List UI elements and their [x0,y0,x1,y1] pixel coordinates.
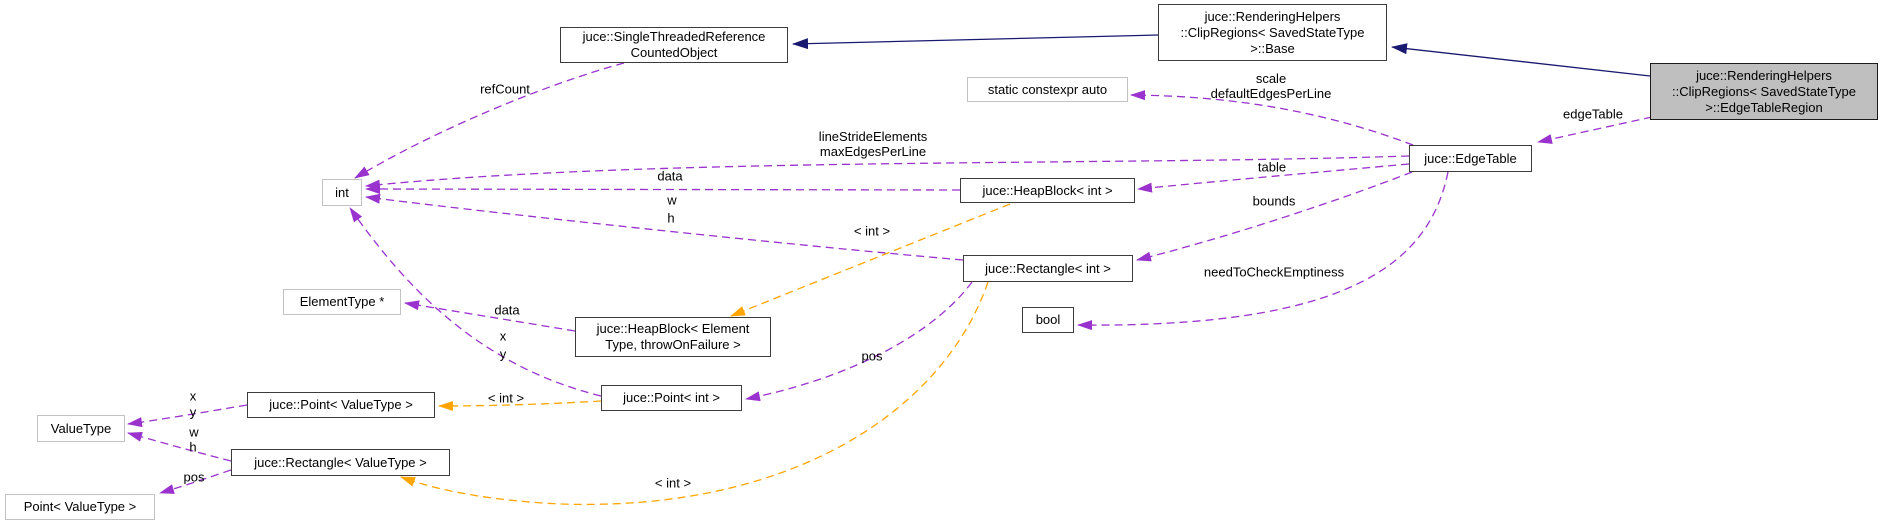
edge-label-refcount: refCount [480,81,530,97]
node-static-constexpr-auto: static constexpr auto [967,77,1128,102]
edge-label-data-heapint: data [657,168,683,184]
edge-xy-pointvaluetype [127,404,248,428]
edge-label-needtocheck: needToCheckEmptiness [1203,264,1345,280]
node-rectangle-int[interactable]: juce::Rectangle< int > [963,255,1133,282]
edge-refcount [354,62,625,179]
edge-label-h-rectint: h [667,210,675,226]
node-heap-block-element-type[interactable]: juce::HeapBlock< Element Type, throwOnFa… [575,317,771,357]
node-single-threaded-reference-counted-object[interactable]: juce::SingleThreadedReference CountedObj… [560,27,788,63]
edge-label-x-pointvaluetype: x [189,388,197,404]
edge-label-bounds: bounds [1252,193,1296,209]
node-point-int[interactable]: juce::Point< int > [601,385,742,411]
edge-label-linestride-maxedges: lineStrideElements maxEdgesPerLine [818,129,928,159]
edge-label-w-rectint: w [667,192,677,208]
node-bool[interactable]: bool [1022,307,1074,333]
node-value-type: ValueType [37,415,125,442]
edge-bounds [1136,171,1413,262]
edge-label-template-int-point: < int > [487,390,525,406]
edge-label-data-heapelement: data [494,302,520,318]
node-point-value-type[interactable]: juce::Point< ValueType > [247,392,435,418]
node-heap-block-int[interactable]: juce::HeapBlock< int > [960,178,1135,203]
node-rectangle-value-type[interactable]: juce::Rectangle< ValueType > [231,449,450,476]
edge-scale-defaultedgesperline [1130,90,1414,146]
edge-label-x-pointint: x [499,328,507,344]
edge-label-template-int-heap: < int > [853,223,891,239]
edge-pos-rectint [745,281,973,402]
edge-data-heapint [365,184,961,195]
edge-label-pos-rectint: pos [861,348,883,364]
edge-template-point [438,400,602,411]
edge-table [1137,163,1410,193]
node-edge-table-region: juce::RenderingHelpers ::ClipRegions< Sa… [1650,63,1878,120]
edge-label-h-rectvaluetype: h [189,439,197,455]
edge-label-edgetable: edgeTable [1563,106,1623,122]
edge-label-template-int-rect: < int > [654,475,692,491]
edge-linestride-maxedges [365,155,1410,190]
edge-label-scale-defaultedges: scale defaultEdgesPerLine [1210,71,1332,101]
edge-inherit-base-to-singlethreaded [792,34,1159,50]
node-element-type-pointer: ElementType * [283,289,401,315]
edge-inherit-edgetableregion-to-base [1391,43,1651,77]
edge-label-y-pointvaluetype: y [189,404,197,420]
edge-template-rectangle [400,281,989,506]
edge-template-heapblock [730,203,1011,317]
edge-wh-rectvaluetype [127,432,232,462]
edge-data-heapelement [404,300,576,332]
edge-label-y-pointint: y [499,346,507,362]
edge-wh-rectint [365,193,964,261]
edge-pos-rectvaluetype [159,469,232,494]
node-int: int [322,179,362,206]
edge-edgetable [1537,116,1653,144]
edge-label-w-rectvaluetype: w [189,424,199,440]
edge-needtocheckemptiness [1077,171,1449,331]
edge-label-pos-rectvaluetype: pos [183,469,205,485]
node-point-value-type-plain: Point< ValueType > [5,494,155,520]
node-juce-edgetable[interactable]: juce::EdgeTable [1409,145,1532,172]
edge-xy-pointint [349,207,602,397]
node-clip-regions-base[interactable]: juce::RenderingHelpers ::ClipRegions< Sa… [1158,4,1387,61]
edge-label-table: table [1257,159,1287,175]
